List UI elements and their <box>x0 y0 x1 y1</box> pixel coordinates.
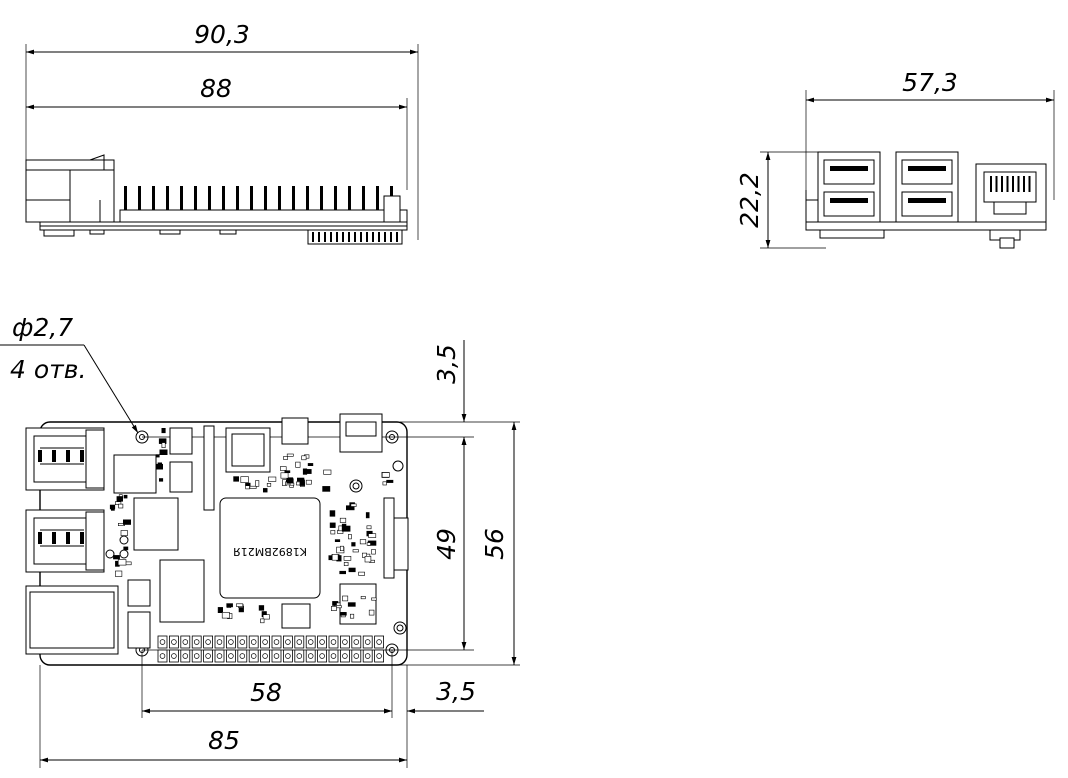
top-view: ф2,7 4 отв. K1892BM21Я <box>0 313 520 768</box>
dimension-hole-spacing-horizontal: 58 <box>142 678 392 714</box>
side-view: 57,3 22,2 <box>735 68 1055 249</box>
dimension-board-length: 88 <box>26 74 407 110</box>
hole-count-label: 4 отв. <box>10 355 86 384</box>
dimension-hole-spacing-vertical: 49 <box>432 437 467 650</box>
dimension-hole-offset-right-label: 3,5 <box>436 677 476 706</box>
dimension-board-height: 56 <box>480 422 517 665</box>
component-wifi-module <box>113 454 157 494</box>
dimension-hole-spacing-vertical-label: 49 <box>432 528 461 560</box>
dimension-side-height-label: 22,2 <box>735 172 764 228</box>
gpio-header <box>157 635 385 663</box>
usb-stack-right <box>895 151 959 223</box>
front-view: 90,3 88 <box>25 20 419 245</box>
dimension-board-height-label: 56 <box>480 528 509 560</box>
ethernet-port <box>25 585 119 655</box>
usb-port-top <box>25 427 105 491</box>
dimension-side-width-label: 57,3 <box>902 68 958 97</box>
dimension-hole-offset-right: 3,5 <box>368 677 484 714</box>
usb-stack-left <box>805 151 881 223</box>
chip-soc: K1892BM21Я <box>219 497 321 599</box>
hole-diameter-label: ф2,7 <box>12 313 73 342</box>
dimension-overall-length-label: 90,3 <box>194 20 250 49</box>
hole-callout: ф2,7 4 отв. <box>0 313 139 434</box>
chip-soc-label: K1892BM21Я <box>233 545 307 558</box>
chip-pmic <box>225 427 271 473</box>
dimension-side-height: 22,2 <box>735 152 771 248</box>
dimension-board-length-top-view-label: 85 <box>208 726 240 755</box>
dimension-board-length-top-view: 85 <box>40 726 407 763</box>
dimension-hole-offset-top-label: 3,5 <box>432 344 461 384</box>
dimension-hole-offset-top: 3,5 <box>432 340 467 461</box>
ethernet-jack <box>975 163 1047 223</box>
dimension-side-width: 57,3 <box>806 68 1054 103</box>
dimension-board-length-label: 88 <box>200 74 232 103</box>
usb-port-bottom <box>25 509 105 573</box>
dimension-overall-length: 90,3 <box>26 20 418 55</box>
dimension-hole-spacing-horizontal-label: 58 <box>250 678 282 707</box>
